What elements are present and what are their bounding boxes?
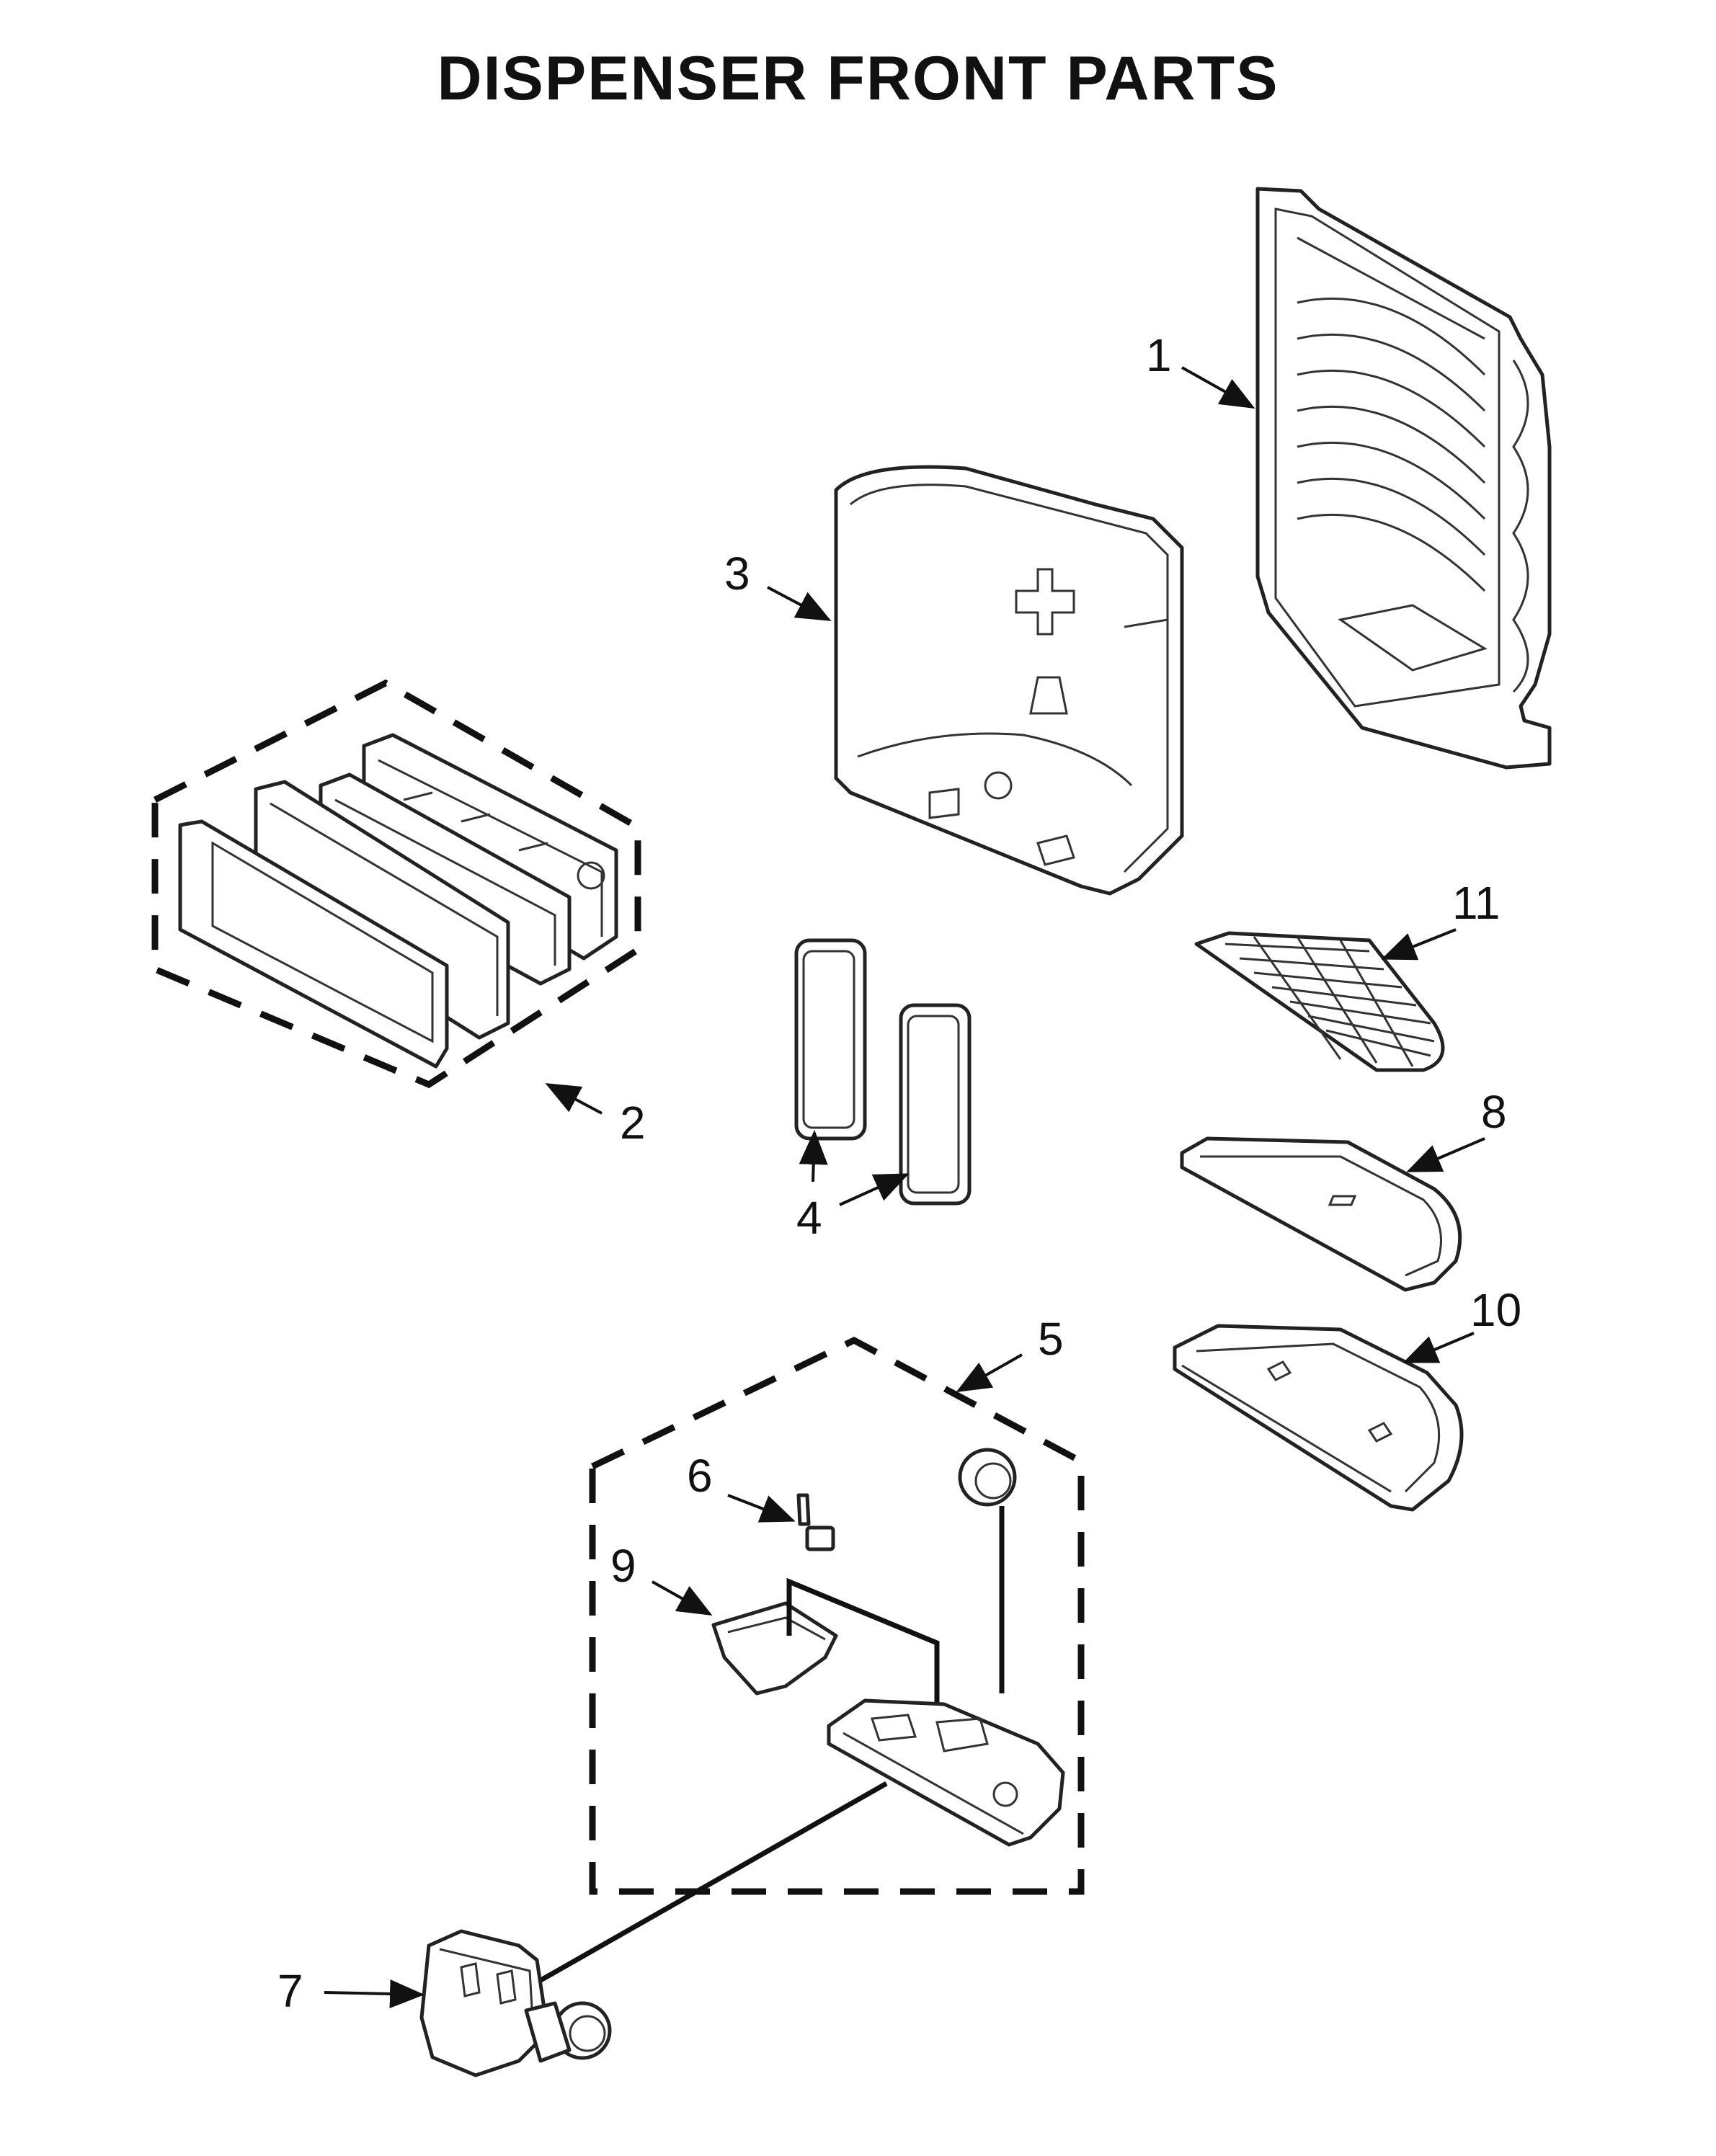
callout-8-leader (1406, 1137, 1485, 1172)
callout-10-leader (1402, 1332, 1475, 1363)
callout-2-label: 2 (620, 1097, 646, 1149)
part-5-assembly-dashed-outline (589, 1336, 1085, 1895)
callout-4-leader-b (839, 1173, 910, 1206)
part-11-drip-tray-grille[interactable] (1194, 931, 1445, 1072)
callout-4-label: 4 (796, 1192, 822, 1244)
part-5-knob[interactable] (958, 1448, 1017, 1507)
callout-4-leader-a (799, 1130, 828, 1182)
part-4-paddle-pads[interactable] (794, 938, 972, 1206)
part-8-drip-tray[interactable] (1180, 1136, 1462, 1292)
diagram-title: DISPENSER FRONT PARTS (437, 44, 1279, 113)
callout-6-label: 6 (687, 1450, 713, 1502)
callout-8-label: 8 (1481, 1086, 1507, 1138)
part-3-dispenser-liner[interactable] (834, 465, 1184, 896)
part-2-control-board-assembly[interactable] (178, 733, 618, 1069)
callout-2-leader (545, 1083, 603, 1115)
part-5-actuator-housing[interactable] (827, 1698, 1065, 1847)
callout-3-leader (767, 586, 832, 621)
callout-1-label: 1 (1146, 329, 1172, 381)
part-7-actuator-module[interactable] (419, 1929, 612, 2077)
part-5-wire-harness (786, 1577, 940, 1744)
callout-11-leader (1381, 928, 1457, 961)
part-2-assembly-dashed-outline (151, 679, 641, 1089)
part-6-switch[interactable] (796, 1493, 835, 1551)
callout-3-label: 3 (724, 548, 750, 600)
part-9-funnel[interactable] (711, 1601, 838, 1696)
callout-6-leader (727, 1494, 796, 1523)
callout-9-leader (652, 1580, 713, 1616)
callout-10-label: 10 (1470, 1284, 1521, 1336)
part-1-housing-frame[interactable] (1255, 187, 1552, 770)
callout-1-leader (1181, 366, 1255, 409)
callout-11-label: 11 (1452, 877, 1500, 929)
callout-7-leader (324, 1979, 424, 2009)
callout-9-label: 9 (610, 1540, 636, 1592)
callout-5-label: 5 (1038, 1313, 1064, 1365)
part-7-wire-connector (530, 1781, 888, 1988)
callout-7-label: 7 (277, 1965, 303, 2017)
callout-5-leader (956, 1353, 1023, 1392)
part-10-drip-tray-base[interactable] (1173, 1324, 1464, 1512)
